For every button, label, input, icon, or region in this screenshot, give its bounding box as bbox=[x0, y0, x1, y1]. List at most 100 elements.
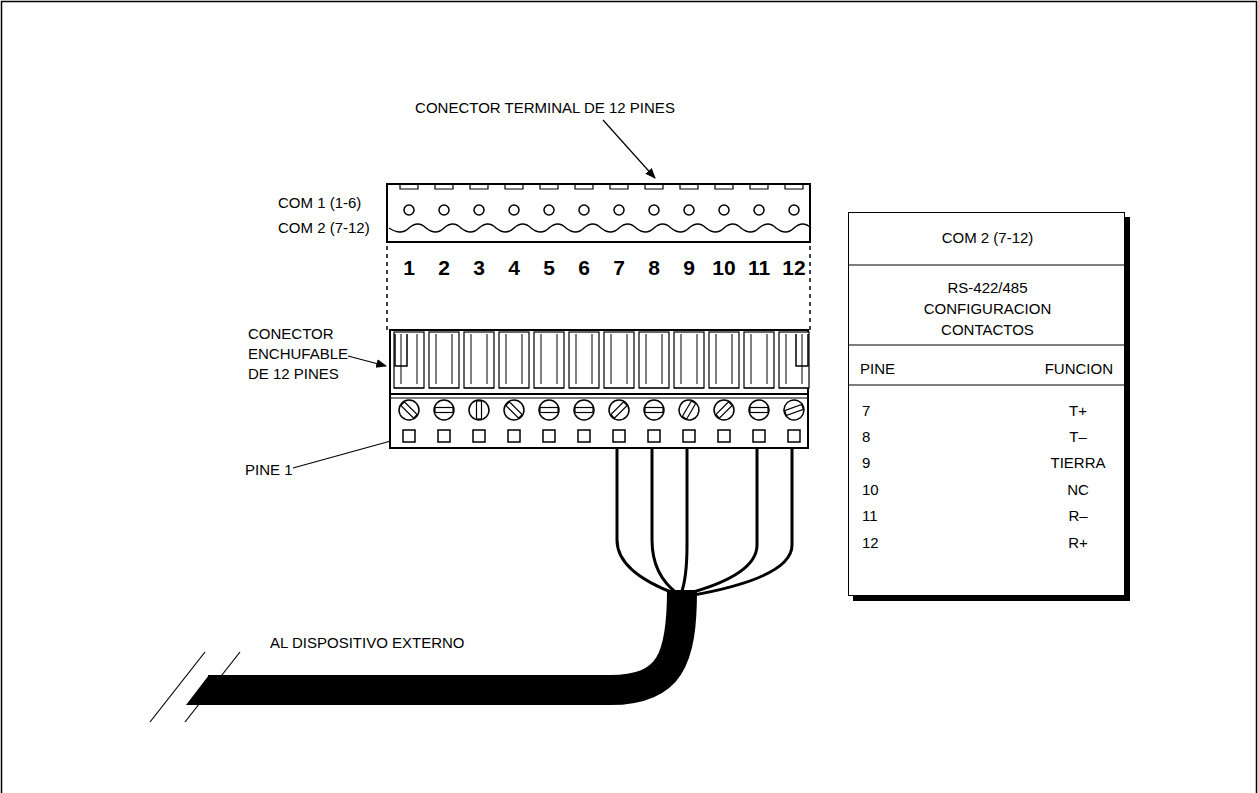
table-cell: R– bbox=[1068, 506, 1087, 526]
table-header: PINE bbox=[860, 359, 895, 379]
callout-label: CONECTOR TERMINAL DE 12 PINES bbox=[415, 98, 675, 118]
pin-number: 3 bbox=[473, 258, 485, 278]
connector-notch bbox=[750, 184, 768, 189]
pin-number: 7 bbox=[613, 258, 625, 278]
wire-entry bbox=[753, 430, 765, 442]
plug-contact bbox=[394, 332, 424, 388]
wire-entry bbox=[788, 430, 800, 442]
table-cell: 8 bbox=[862, 427, 870, 447]
connector-notch bbox=[540, 184, 558, 189]
connector-hole bbox=[509, 205, 519, 215]
leader-line bbox=[293, 439, 398, 468]
screw bbox=[469, 400, 489, 420]
plug-contact bbox=[429, 332, 459, 388]
connector-notch bbox=[470, 184, 488, 189]
table-cell: 12 bbox=[862, 533, 879, 553]
port-label: COM 1 (1-6) bbox=[278, 193, 361, 213]
callout-label: PINE 1 bbox=[245, 460, 293, 480]
connector-wave bbox=[389, 224, 811, 232]
pin-number: 2 bbox=[438, 258, 450, 278]
leader-line bbox=[603, 120, 655, 178]
connector-hole bbox=[789, 205, 799, 215]
connector-notch bbox=[680, 184, 698, 189]
pin-number: 11 bbox=[748, 258, 770, 278]
screw bbox=[644, 400, 664, 420]
connector-notch bbox=[610, 184, 628, 189]
table-cell: 10 bbox=[862, 480, 879, 500]
wire-entry bbox=[613, 430, 625, 442]
callout-label: AL DISPOSITIVO EXTERNO bbox=[270, 633, 465, 653]
connector-hole bbox=[404, 205, 414, 215]
pin-number: 9 bbox=[683, 258, 695, 278]
screw bbox=[500, 396, 528, 424]
connector-hole bbox=[649, 205, 659, 215]
wire-entry bbox=[403, 430, 415, 442]
screw bbox=[749, 400, 769, 420]
pin-number: 1 bbox=[403, 258, 415, 278]
connector-hole bbox=[684, 205, 694, 215]
alignment-lines bbox=[387, 246, 810, 330]
screw bbox=[539, 400, 559, 420]
pin-table-box: COM 2 (7-12) RS-422/485 CONFIGURACION CON… bbox=[848, 212, 1125, 596]
plug-contact bbox=[604, 332, 634, 388]
pin-table bbox=[848, 212, 1125, 596]
plug-contact bbox=[639, 332, 669, 388]
plug-connector bbox=[390, 330, 809, 448]
table-cell: TIERRA bbox=[1050, 453, 1105, 473]
cable-wires bbox=[617, 448, 792, 596]
screw bbox=[574, 400, 594, 420]
connector-hole bbox=[474, 205, 484, 215]
screw bbox=[710, 396, 738, 424]
wire-entry bbox=[543, 430, 555, 442]
plug-contact bbox=[569, 332, 599, 388]
table-cell: R+ bbox=[1068, 533, 1088, 553]
table-title: COM 2 (7-12) bbox=[858, 227, 1118, 248]
table-header: FUNCION bbox=[1045, 359, 1113, 379]
pin-number: 8 bbox=[648, 258, 660, 278]
plug-contact bbox=[534, 332, 564, 388]
plug-contact bbox=[499, 332, 529, 388]
screw bbox=[395, 396, 423, 424]
connector-hole bbox=[754, 205, 764, 215]
screw bbox=[675, 396, 702, 423]
leader-line bbox=[348, 356, 386, 366]
pin-number: 12 bbox=[782, 258, 805, 278]
connector-notch bbox=[400, 184, 418, 189]
connector-hole bbox=[579, 205, 589, 215]
wire-entry bbox=[508, 430, 520, 442]
port-label: COM 2 (7-12) bbox=[278, 218, 370, 238]
connector-notch bbox=[435, 184, 453, 189]
wire-entry bbox=[648, 430, 660, 442]
table-subtitle: RS-422/485 CONFIGURACION CONTACTOS bbox=[903, 277, 1073, 340]
table-cell: T+ bbox=[1069, 401, 1087, 421]
connector-hole bbox=[439, 205, 449, 215]
screw bbox=[781, 397, 807, 423]
plug-contact bbox=[779, 332, 809, 388]
pin-number: 4 bbox=[508, 258, 520, 278]
connector-notch bbox=[575, 184, 593, 189]
table-cell: NC bbox=[1067, 480, 1089, 500]
connector-hole bbox=[614, 205, 624, 215]
wire-entry bbox=[578, 430, 590, 442]
table-cell: 7 bbox=[862, 401, 870, 421]
wire-entry bbox=[473, 430, 485, 442]
screw bbox=[434, 400, 454, 420]
pin-number: 6 bbox=[578, 258, 590, 278]
screw bbox=[605, 396, 633, 424]
connector-notch bbox=[505, 184, 523, 189]
wire-entry bbox=[438, 430, 450, 442]
cable bbox=[150, 590, 682, 722]
connector-hole bbox=[719, 205, 729, 215]
plug-contact bbox=[674, 332, 704, 388]
table-cell: 9 bbox=[862, 453, 870, 473]
table-cell: T– bbox=[1069, 427, 1087, 447]
table-cell: 11 bbox=[862, 506, 878, 526]
plug-contact bbox=[709, 332, 739, 388]
connector-notch bbox=[645, 184, 663, 189]
pin-number: 5 bbox=[543, 258, 555, 278]
connector-hole bbox=[544, 205, 554, 215]
connector-notch bbox=[715, 184, 733, 189]
